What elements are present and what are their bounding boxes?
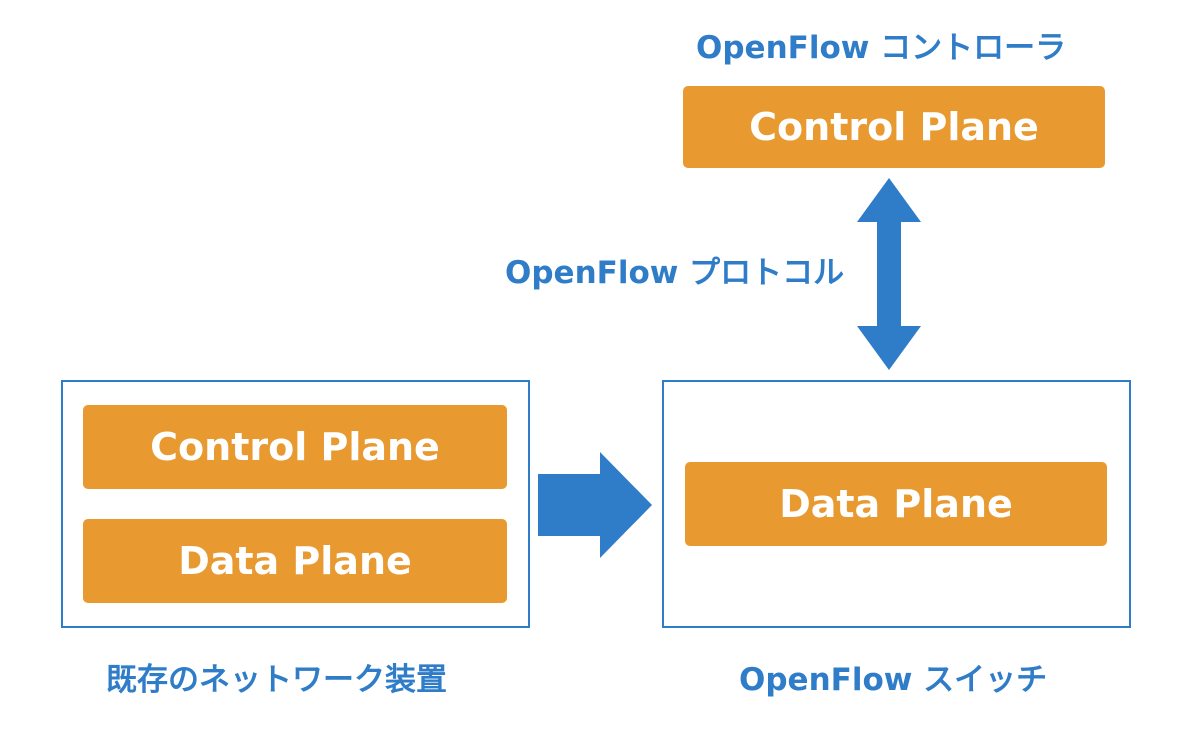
existing-data-plane-box: Data Plane [83,519,507,603]
existing-device-frame [61,380,530,628]
openflow-switch-label: OpenFlow スイッチ [739,662,1048,698]
controller-control-plane-box: Control Plane [683,86,1105,168]
existing-control-plane-box: Control Plane [83,405,507,489]
controller-control-plane-label: Control Plane [749,105,1039,149]
protocol-label: OpenFlow プロトコル [505,255,845,291]
double-vertical-arrow-icon [857,178,921,370]
existing-device-label: 既存のネットワーク装置 [106,662,447,698]
existing-control-plane-label: Control Plane [150,425,440,469]
right-arrow-icon [538,452,652,558]
switch-data-plane-box: Data Plane [685,462,1107,546]
openflow-switch-frame [662,380,1131,628]
switch-data-plane-label: Data Plane [779,482,1013,526]
existing-data-plane-label: Data Plane [178,539,412,583]
controller-label: OpenFlow コントローラ [696,30,1067,66]
